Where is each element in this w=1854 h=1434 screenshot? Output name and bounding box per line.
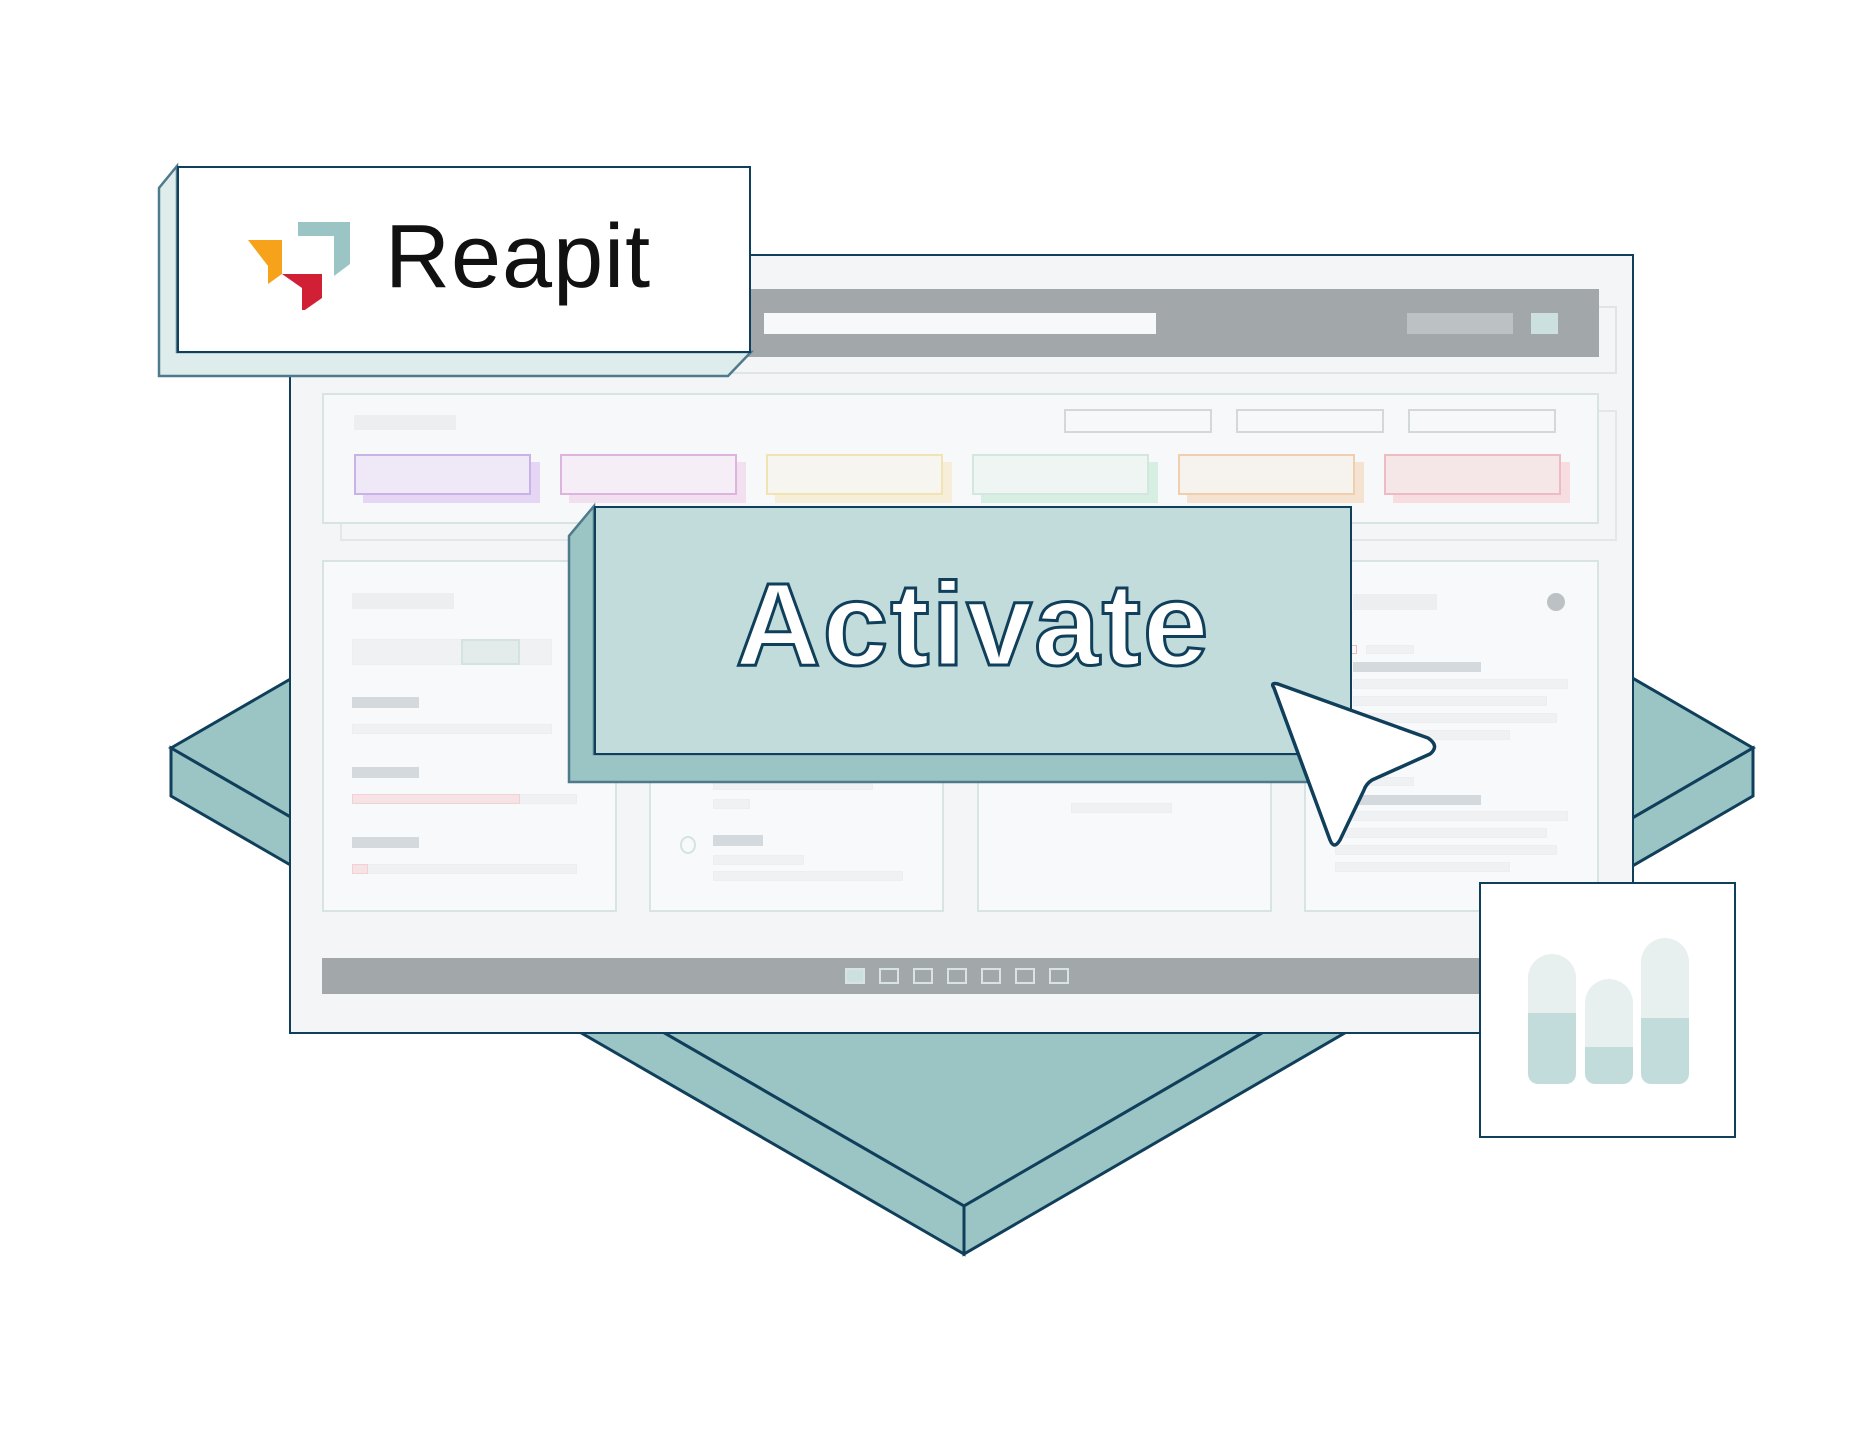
line-placeholder — [1366, 645, 1414, 654]
label-placeholder — [352, 837, 419, 848]
page-dot-1[interactable] — [845, 968, 865, 984]
line-placeholder — [1071, 803, 1172, 813]
label-placeholder — [1353, 662, 1481, 672]
filter-tile-red[interactable] — [1384, 454, 1561, 495]
panel-button-3[interactable] — [1408, 409, 1556, 433]
line-placeholder — [1353, 679, 1568, 689]
activate-button[interactable] — [594, 506, 1352, 755]
page-dot-2[interactable] — [879, 968, 899, 984]
filter-tile-orange[interactable] — [1178, 454, 1355, 495]
filter-tile-yellow[interactable] — [766, 454, 943, 495]
panel-button-1[interactable] — [1064, 409, 1212, 433]
line-placeholder — [713, 799, 750, 809]
page-dot-7[interactable] — [1049, 968, 1069, 984]
line-placeholder — [713, 871, 903, 881]
bottom-bar — [322, 958, 1599, 994]
filter-tile-purple[interactable] — [354, 454, 531, 495]
chart-bar-2 — [1585, 979, 1633, 1084]
card-title-placeholder — [352, 593, 454, 609]
chart-bar-1 — [1528, 954, 1576, 1084]
page-dot-3[interactable] — [913, 968, 933, 984]
label-placeholder — [1353, 795, 1481, 805]
page-dot-5[interactable] — [981, 968, 1001, 984]
segment-active[interactable] — [461, 639, 520, 665]
chart-widget — [1479, 882, 1736, 1138]
filter-tile-green[interactable] — [972, 454, 1149, 495]
page-dot-6[interactable] — [1015, 968, 1035, 984]
line-placeholder — [1335, 862, 1510, 872]
progress-fill — [352, 794, 520, 804]
square-icon[interactable] — [1531, 313, 1558, 334]
progress-track — [352, 724, 552, 734]
line-placeholder — [1335, 845, 1557, 855]
page-dot-4[interactable] — [947, 968, 967, 984]
progress-fill — [352, 864, 368, 874]
panel-button-2[interactable] — [1236, 409, 1384, 433]
label-placeholder — [352, 767, 419, 778]
avatar-icon[interactable] — [1547, 593, 1565, 611]
chart-bar-3 — [1641, 938, 1689, 1084]
card-title-placeholder — [1353, 594, 1437, 610]
search-input[interactable] — [764, 313, 1156, 334]
label-placeholder — [352, 697, 419, 708]
activate-label: Activate — [734, 559, 1211, 692]
filter-tile-pink[interactable] — [560, 454, 737, 495]
panel-title-placeholder — [354, 415, 456, 430]
radio-icon[interactable] — [680, 836, 696, 854]
label-placeholder — [713, 835, 763, 846]
reapit-logo-icon — [248, 222, 350, 310]
line-placeholder — [713, 855, 804, 865]
topbar-chip[interactable] — [1407, 313, 1513, 334]
line-placeholder — [1353, 696, 1547, 706]
brand-name: Reapit — [385, 207, 652, 307]
